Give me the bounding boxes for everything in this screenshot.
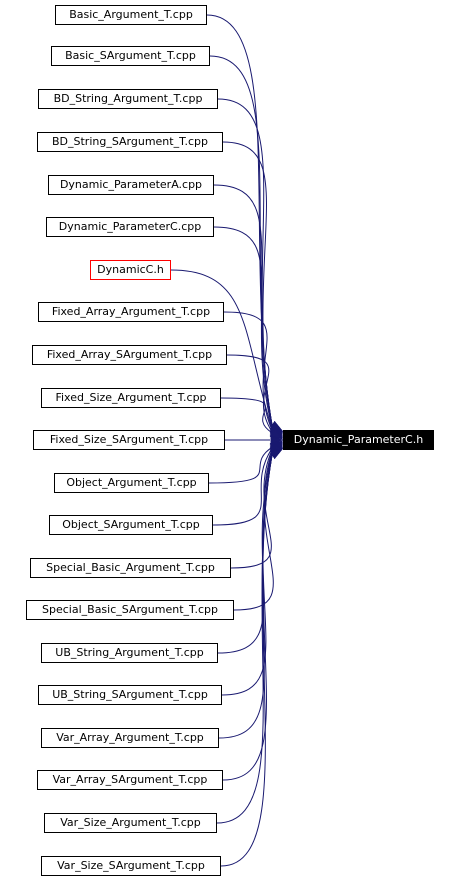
- arrowhead-21: [269, 448, 284, 459]
- edge-10: [220, 397, 273, 434]
- node-dynamic-parameterc-h[interactable]: Dynamic_ParameterC.h: [283, 430, 434, 450]
- edge-13: [212, 448, 273, 526]
- node-special-basic-sargument-t-cpp[interactable]: Special_Basic_SArgument_T.cpp: [26, 600, 234, 620]
- node-special-basic-argument-t-cpp[interactable]: Special_Basic_Argument_T.cpp: [30, 558, 231, 578]
- node-var-array-argument-t-cpp[interactable]: Var_Array_Argument_T.cpp: [41, 728, 219, 748]
- edge-15: [233, 450, 274, 611]
- node-basic-argument-t-cpp[interactable]: Basic_Argument_T.cpp: [55, 5, 207, 25]
- edge-12: [208, 446, 273, 484]
- node-var-size-sargument-t-cpp[interactable]: Var_Size_SArgument_T.cpp: [41, 856, 221, 876]
- edge-9: [226, 354, 273, 432]
- node-var-size-argument-t-cpp[interactable]: Var_Size_Argument_T.cpp: [44, 813, 217, 833]
- node-object-argument-t-cpp[interactable]: Object_Argument_T.cpp: [54, 473, 209, 493]
- node-dynamicc-h[interactable]: DynamicC.h: [90, 260, 171, 280]
- node-var-array-sargument-t-cpp[interactable]: Var_Array_SArgument_T.cpp: [37, 770, 223, 790]
- node-fixed-array-argument-t-cpp[interactable]: Fixed_Array_Argument_T.cpp: [38, 302, 224, 322]
- edge-6: [213, 226, 273, 428]
- node-ub-string-argument-t-cpp[interactable]: UB_String_Argument_T.cpp: [41, 643, 218, 663]
- edge-4: [222, 141, 273, 426]
- node-fixed-size-sargument-t-cpp[interactable]: Fixed_Size_SArgument_T.cpp: [33, 430, 225, 450]
- node-basic-sargument-t-cpp[interactable]: Basic_SArgument_T.cpp: [51, 46, 210, 66]
- node-object-sargument-t-cpp[interactable]: Object_SArgument_T.cpp: [49, 515, 213, 535]
- edge-21: [220, 454, 273, 867]
- node-bd-string-sargument-t-cpp[interactable]: BD_String_SArgument_T.cpp: [37, 132, 223, 152]
- edge-7: [170, 269, 273, 430]
- node-ub-string-sargument-t-cpp[interactable]: UB_String_SArgument_T.cpp: [38, 685, 222, 705]
- edge-17: [221, 453, 273, 696]
- node-dynamic-parametera-cpp[interactable]: Dynamic_ParameterA.cpp: [48, 175, 214, 195]
- node-fixed-array-sargument-t-cpp[interactable]: Fixed_Array_SArgument_T.cpp: [32, 345, 227, 365]
- node-fixed-size-argument-t-cpp[interactable]: Fixed_Size_Argument_T.cpp: [41, 388, 221, 408]
- node-dynamic-parameterc-cpp[interactable]: Dynamic_ParameterC.cpp: [46, 217, 214, 237]
- edge-14: [230, 449, 273, 569]
- node-bd-string-argument-t-cpp[interactable]: BD_String_Argument_T.cpp: [38, 89, 218, 109]
